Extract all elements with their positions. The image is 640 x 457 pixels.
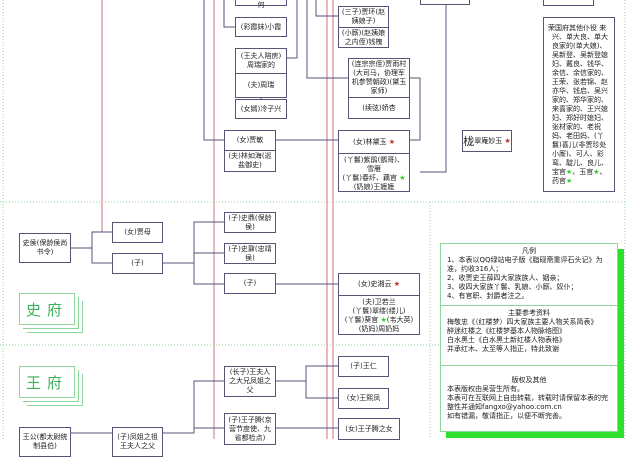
person-box[interactable]: (子)凤姐之祖王夫人之父: [112, 427, 163, 457]
other-servants-box: 荣国府其他仆役 来兴、单大良、单大良家的(单大娘)、吴新登、吴新登媳妇、戴良、钱…: [543, 17, 615, 192]
person-box[interactable]: (子): [224, 273, 276, 294]
person-box-xiangyun[interactable]: (女)史湘云 ★ (夫)卫若兰(丫鬟)翠缕(缕儿)(丫鬟)葵官 ★(韦大英)(奶…: [338, 273, 420, 335]
person-box[interactable]: (王夫人陪房)周瑞家的(夫)周瑞: [235, 48, 287, 98]
connector-lines: [0, 0, 626, 439]
person-box[interactable]: (三子)贾环(赵姨娘子)(小厮)(赵姨娘之内侄)钱槐: [338, 6, 389, 48]
person-box[interactable]: (女)贾母: [112, 222, 163, 243]
legend-section: 凡例 1、本表以QQ绿站电子版《脂砚斋重评石头记》为准，约收316人； 2、收贾…: [441, 244, 617, 306]
person-box[interactable]: [543, 0, 594, 6]
person-box[interactable]: (子): [112, 253, 163, 274]
person-box[interactable]: (连宗宗侄)贾雨村(大司马，协理军机参赞朝政)(黛玉家师)(续弦)娇杏: [348, 58, 410, 119]
person-box[interactable]: [420, 0, 470, 5]
green-star-icon: ★: [566, 177, 573, 185]
person-box[interactable]: (凡母)吉忍娘何: [235, 0, 287, 9]
person-box[interactable]: (女)王子腾之女: [338, 418, 400, 440]
green-star-icon: ★: [399, 174, 406, 182]
person-box[interactable]: (子)史鼐(忠靖侯): [224, 243, 276, 264]
red-star-icon: ★: [388, 137, 395, 146]
person-box-miaoyu[interactable]: 栊翠庵妙玉 ★: [462, 130, 512, 152]
person-box[interactable]: (女婿)冷子兴: [235, 99, 287, 119]
red-star-icon: ★: [504, 136, 511, 145]
green-star-icon: ★: [566, 168, 573, 176]
person-box[interactable]: (子)王子腾(京营节度使、九省都检点): [224, 413, 276, 445]
person-box-daiyu[interactable]: (女)林黛玉 ★ (丫鬟)紫鹃(鹦哥)、雪雁(丫鬟)春纤、藕官 ★(奶娘)王嬷嬷: [338, 130, 410, 192]
shi-family-card: 史府: [19, 293, 75, 325]
person-box[interactable]: (彩霞妹)小霞: [235, 17, 287, 37]
copyright-section: 版权及其他 本表版权由吴营生所有。 本表可在互联网上自由转载，转载时请保留本表的…: [447, 376, 608, 420]
person-box[interactable]: (女)王熙凤: [338, 388, 389, 409]
green-star-icon: ★: [380, 316, 387, 324]
person-box[interactable]: (子)王仁: [338, 356, 389, 377]
person-box[interactable]: 史侯(保龄侯尚书令): [19, 233, 71, 263]
person-box[interactable]: 王公(都太尉统制县伯): [19, 427, 71, 457]
notes-panel: 凡例 1、本表以QQ绿站电子版《脂砚斋重评石头记》为准，约收316人； 2、收贾…: [440, 243, 618, 432]
references-section: 主要参考资料 梅敬忠《（红楼梦）四大家族主要人物关系简表》 醉迷红楼之《红楼梦基…: [441, 306, 617, 366]
wang-family-card: 王府: [19, 366, 75, 398]
green-star-icon: ★: [593, 168, 600, 176]
person-box[interactable]: (子)史鼎(保龄侯): [224, 212, 276, 233]
red-star-icon: ★: [393, 280, 400, 288]
person-box[interactable]: (女)贾敏(夫)林如海(巡盐御史): [224, 130, 276, 172]
person-box[interactable]: (长子)王夫人之大兄凤姐之父: [224, 366, 276, 397]
